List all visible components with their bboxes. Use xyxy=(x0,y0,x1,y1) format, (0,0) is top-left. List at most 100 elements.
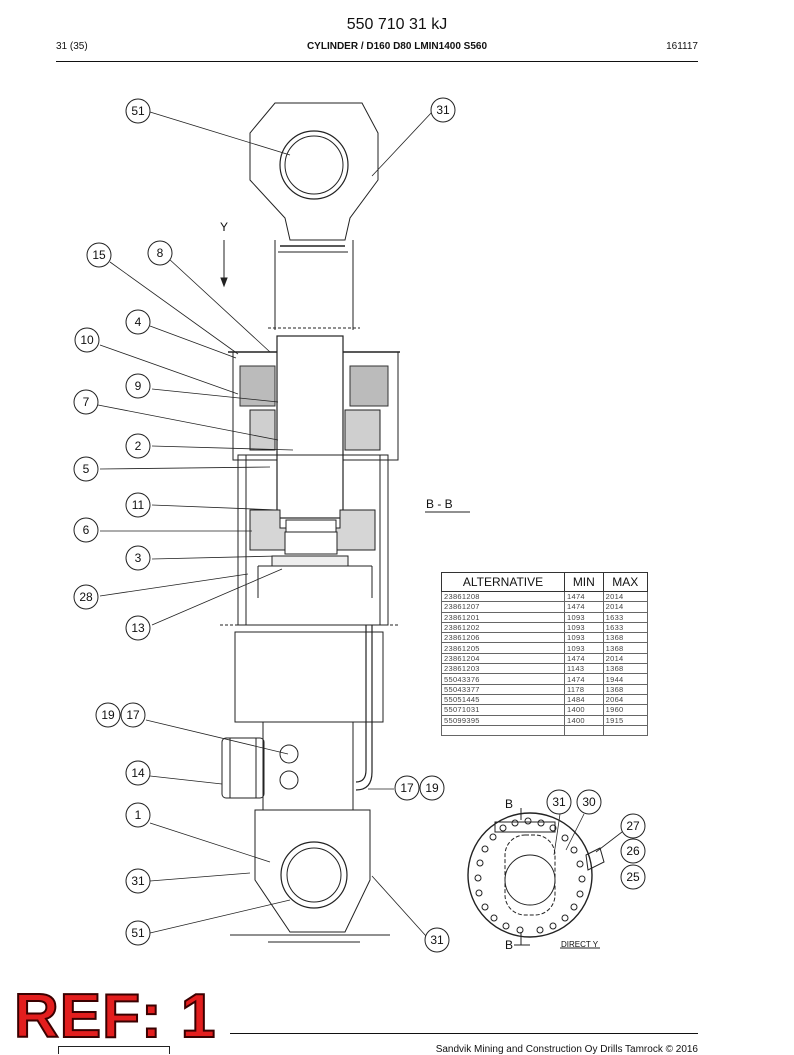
view-label-y: Y xyxy=(220,220,228,234)
section-mark-b-bottom: B xyxy=(505,938,513,952)
alt-number: 23861207 xyxy=(441,601,565,613)
table-header-row: ALTERNATIVE MIN MAX xyxy=(441,572,649,592)
header-max: MAX xyxy=(602,572,649,592)
bottom-eye-bore xyxy=(280,841,348,909)
alt-min: 1474 xyxy=(564,652,604,665)
callout-13: 13 xyxy=(131,621,145,635)
alt-number: 23861208 xyxy=(441,590,565,603)
alt-min: 1400 xyxy=(564,714,604,726)
alt-number: 55043376 xyxy=(441,673,565,685)
callout-31: 31 xyxy=(552,795,566,809)
callout-14: 14 xyxy=(131,766,145,780)
alt-min: 1400 xyxy=(564,704,604,716)
alt-number: 55071031 xyxy=(441,704,565,716)
direction-label: DIRECT Y xyxy=(561,940,599,949)
alt-max: 1368 xyxy=(602,663,649,675)
callout-28: 28 xyxy=(79,590,93,604)
alt-min: 1484 xyxy=(564,693,604,706)
callout-6: 6 xyxy=(83,523,90,537)
callout-25: 25 xyxy=(626,870,640,884)
footer-copyright: Sandvik Mining and Construction Oy Drill… xyxy=(435,1044,698,1055)
callout-30: 30 xyxy=(582,795,596,809)
cylinder-lower-body xyxy=(234,631,384,723)
alt-min: 1474 xyxy=(564,590,604,603)
callout-27: 27 xyxy=(626,819,640,833)
callout-5: 5 xyxy=(83,462,90,476)
alt-min: 1178 xyxy=(564,683,604,695)
alt-number: 23861204 xyxy=(441,652,565,665)
alt-number: 23861201 xyxy=(441,611,565,623)
alt-max: 2014 xyxy=(602,601,649,613)
bolt-hole-ring xyxy=(474,817,586,934)
section-mark-b-top: B xyxy=(505,797,513,811)
callout-8: 8 xyxy=(157,246,164,260)
callout-bubbles xyxy=(73,97,646,953)
alt-max: 1368 xyxy=(602,642,649,654)
top-eye-bore xyxy=(279,130,349,200)
alt-min: 1474 xyxy=(564,601,604,613)
header-divider xyxy=(56,61,698,62)
alt-number: 23861202 xyxy=(441,621,565,634)
valve-block xyxy=(262,721,354,811)
alt-max: 1960 xyxy=(602,704,649,716)
alt-number: 55099395 xyxy=(441,714,565,726)
alt-number: 23861203 xyxy=(441,663,565,675)
alt-max: 2064 xyxy=(602,693,649,706)
alt-min: 1093 xyxy=(564,611,604,623)
bottom-eye-outline xyxy=(254,809,371,933)
header-min: MIN xyxy=(564,572,604,592)
callout-31: 31 xyxy=(436,103,450,117)
callout-19: 19 xyxy=(101,708,115,722)
alt-max: 1944 xyxy=(602,673,649,685)
alt-number: 55043377 xyxy=(441,683,565,695)
alt-max: 2014 xyxy=(602,652,649,665)
brand-logo xyxy=(58,1046,170,1054)
callout-10: 10 xyxy=(80,333,94,347)
alt-number: 23861206 xyxy=(441,632,565,644)
callout-4: 4 xyxy=(135,315,142,329)
document-number: 550 710 31 kJ xyxy=(346,16,448,33)
footer-divider xyxy=(230,1033,698,1034)
alt-max: 2014 xyxy=(602,590,649,603)
section-label-bb: B - B xyxy=(426,497,453,511)
alt-max: 1368 xyxy=(602,683,649,695)
callout-31: 31 xyxy=(430,933,444,947)
callout-3: 3 xyxy=(135,551,142,565)
alt-number: 23861205 xyxy=(441,642,565,654)
alt-number: 55051445 xyxy=(441,693,565,706)
top-eye-outline xyxy=(249,102,379,241)
page-indicator: 31 (35) xyxy=(56,41,88,52)
alt-max: 1633 xyxy=(602,611,649,623)
piston-rod xyxy=(276,335,344,519)
alt-max: 1915 xyxy=(602,714,649,726)
callout-51: 51 xyxy=(131,104,145,118)
callout-15: 15 xyxy=(92,248,106,262)
callout-labels: 51 31 15 8 4 10 9 7 2 5 11 6 3 28 13 19 … xyxy=(79,103,640,947)
callout-2: 2 xyxy=(135,439,142,453)
callout-31: 31 xyxy=(131,874,145,888)
alt-max: 1368 xyxy=(602,632,649,644)
alt-min: 1143 xyxy=(564,663,604,675)
header-alternative: ALTERNATIVE xyxy=(441,572,565,592)
callout-26: 26 xyxy=(626,844,640,858)
leader-lines xyxy=(97,111,623,937)
callout-17: 17 xyxy=(400,781,414,795)
alt-min: 1474 xyxy=(564,673,604,685)
callout-19: 19 xyxy=(425,781,439,795)
alt-min: 1093 xyxy=(564,632,604,644)
part-title: CYLINDER / D160 D80 LMIN1400 S560 xyxy=(306,41,488,52)
table-row-empty xyxy=(441,724,649,737)
callout-9: 9 xyxy=(135,379,142,393)
